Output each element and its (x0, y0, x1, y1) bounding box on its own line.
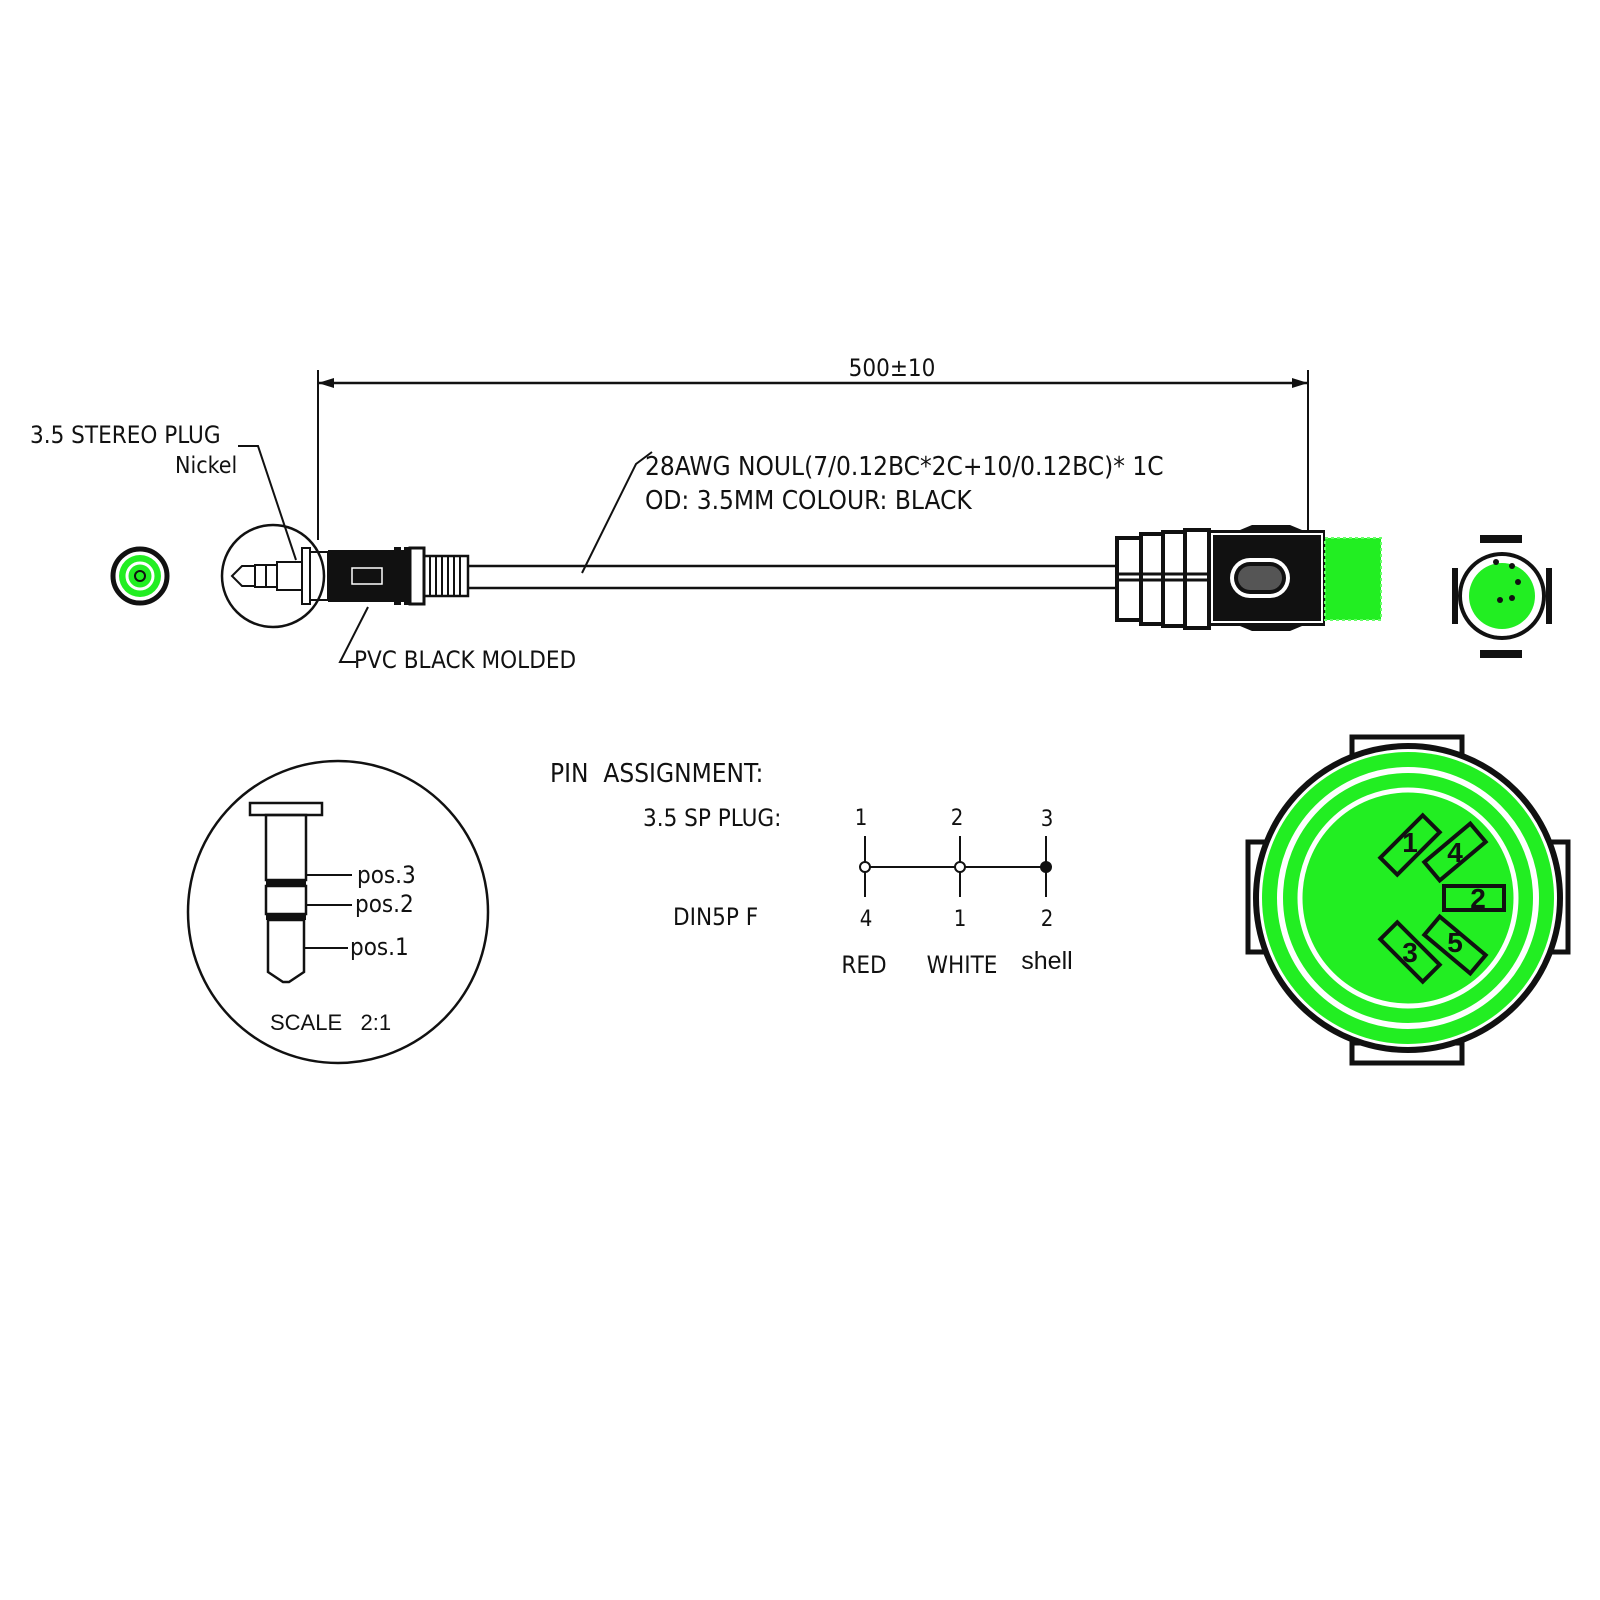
plug-pin-2: 2 (951, 806, 964, 831)
cable-od-label: OD: 3.5MM COLOUR: BLACK (645, 486, 972, 516)
cable-spec-label: 28AWG NOUL(7/0.12BC*2C+10/0.12BC)* 1C (645, 452, 1164, 482)
din-end-view-small (1452, 535, 1552, 658)
din-face-view (1245, 734, 1571, 1066)
detail-circle (186, 759, 490, 1065)
plug-leader-line (238, 445, 297, 561)
din-face-pin-5: 5 (1447, 927, 1463, 958)
pos2-label: pos.2 (355, 890, 414, 918)
plug-pins-label: 3.5 SP PLUG: (643, 804, 781, 832)
length-value: 500±10 (849, 354, 936, 382)
pos1-label: pos.1 (350, 933, 409, 961)
plug-finish-label: Nickel (175, 453, 237, 479)
plug-pin-3: 3 (1041, 807, 1054, 832)
din-pins-label: DIN5P F (673, 903, 758, 931)
plug-end-view (110, 546, 170, 606)
din-connector-side-view (1115, 525, 1382, 631)
din-pin-c: 2 (1041, 907, 1054, 932)
cable-leader-line (581, 451, 653, 574)
wire-color-white: WHITE (927, 951, 998, 979)
pin-wiring (859, 836, 1052, 897)
pin-assignment-title: PIN ASSIGNMENT: (550, 759, 763, 789)
scale-label: SCALE 2:1 (270, 1010, 391, 1035)
din-pin-b: 1 (954, 907, 967, 932)
molded-label: PVC BLACK MOLDED (354, 646, 576, 674)
din-face-pin-4: 4 (1447, 837, 1463, 868)
din-face-pin-2: 2 (1470, 883, 1486, 914)
wire-shell: shell (1021, 947, 1072, 975)
din-face-pin-1: 1 (1402, 827, 1418, 858)
din-pin-a: 4 (860, 907, 873, 932)
din-face-pin-3: 3 (1402, 937, 1418, 968)
wire-color-red: RED (841, 951, 886, 979)
molded-leader-line (338, 606, 369, 663)
plug-detail-view (186, 759, 490, 1065)
plug-pin-1: 1 (855, 806, 868, 831)
cable (468, 564, 1117, 590)
plug-side-view (220, 523, 470, 629)
plug-label: 3.5 STEREO PLUG (30, 421, 221, 449)
length-dimension: 500±10 (317, 354, 1309, 540)
plug-detail-circle (220, 523, 326, 629)
pos3-label: pos.3 (357, 861, 416, 889)
